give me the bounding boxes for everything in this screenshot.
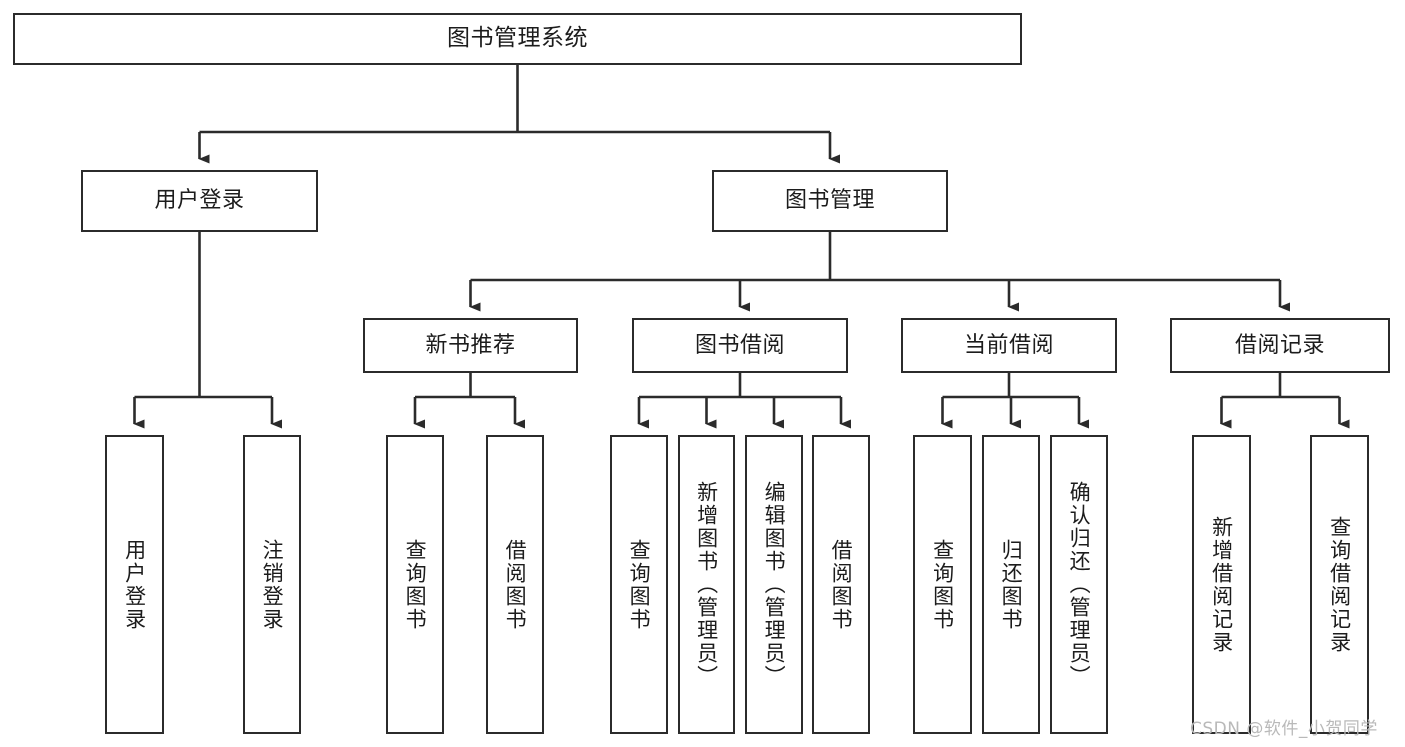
node-label: 确认归还（管理员） xyxy=(1067,481,1092,688)
node-l3[interactable]: 查询图书 xyxy=(386,435,444,734)
node-label: 借阅图书 xyxy=(503,538,528,631)
node-label: 当前借阅 xyxy=(963,332,1054,358)
node-l10[interactable]: 归还图书 xyxy=(982,435,1040,734)
node-label: 图书管理系统 xyxy=(447,25,588,52)
node-label: 注销登录 xyxy=(260,538,285,631)
node-label: 图书借阅 xyxy=(694,332,785,358)
csdn-watermark: CSDN @软件_小贺同学 xyxy=(1190,719,1378,739)
node-l5[interactable]: 查询图书 xyxy=(610,435,668,734)
node-newbook[interactable]: 新书推荐 xyxy=(363,318,578,373)
node-label: 查询借阅记录 xyxy=(1327,515,1352,654)
node-login[interactable]: 用户登录 xyxy=(81,170,318,232)
node-borrow[interactable]: 图书借阅 xyxy=(632,318,848,373)
node-l12[interactable]: 新增借阅记录 xyxy=(1192,435,1251,734)
node-l13[interactable]: 查询借阅记录 xyxy=(1310,435,1369,734)
node-label: 用户登录 xyxy=(154,188,245,214)
node-label: 新增借阅记录 xyxy=(1209,515,1234,654)
node-label: 查询图书 xyxy=(930,538,955,631)
node-l1[interactable]: 用户登录 xyxy=(105,435,164,734)
node-l11[interactable]: 确认归还（管理员） xyxy=(1050,435,1108,734)
node-current[interactable]: 当前借阅 xyxy=(901,318,1117,373)
node-l7[interactable]: 编辑图书（管理员） xyxy=(745,435,803,734)
node-label: 借阅图书 xyxy=(829,538,854,631)
node-label: 借阅记录 xyxy=(1234,332,1325,358)
node-l2[interactable]: 注销登录 xyxy=(243,435,301,734)
node-label: 图书管理 xyxy=(784,188,875,214)
node-l8[interactable]: 借阅图书 xyxy=(812,435,870,734)
node-label: 新增图书（管理员） xyxy=(694,481,719,688)
node-label: 编辑图书（管理员） xyxy=(762,481,787,688)
node-records[interactable]: 借阅记录 xyxy=(1170,318,1390,373)
node-label: 查询图书 xyxy=(403,538,428,631)
node-l6[interactable]: 新增图书（管理员） xyxy=(678,435,735,734)
node-root[interactable]: 图书管理系统 xyxy=(13,13,1022,65)
node-label: 用户登录 xyxy=(122,538,147,631)
node-label: 归还图书 xyxy=(999,538,1024,631)
node-label: 新书推荐 xyxy=(425,332,516,358)
node-bookmgmt[interactable]: 图书管理 xyxy=(712,170,948,232)
node-l9[interactable]: 查询图书 xyxy=(913,435,972,734)
node-l4[interactable]: 借阅图书 xyxy=(486,435,544,734)
node-label: 查询图书 xyxy=(627,538,652,631)
